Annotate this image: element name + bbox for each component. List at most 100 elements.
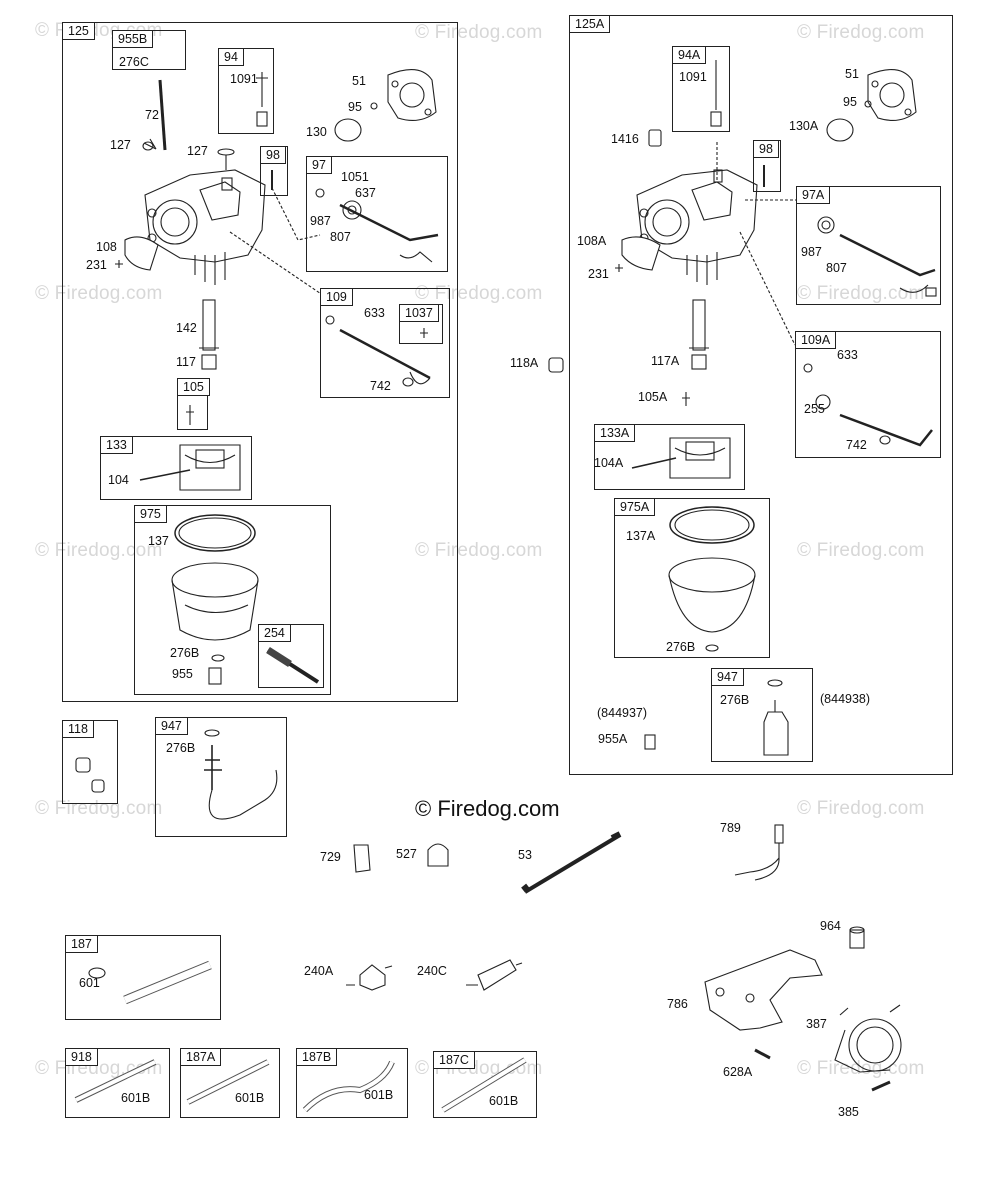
part-label: 72 bbox=[145, 108, 159, 122]
part-label: 108 bbox=[96, 240, 117, 254]
assembly-975a-panel: 975A bbox=[614, 498, 770, 658]
assembly-105-tag: 105 bbox=[177, 378, 210, 396]
assembly-187a-panel: 187A bbox=[180, 1048, 280, 1118]
assembly-187c-tag: 187C bbox=[433, 1051, 475, 1069]
part-label: 1416 bbox=[611, 132, 639, 146]
gasket-51-left bbox=[387, 69, 437, 121]
assembly-975a-tag: 975A bbox=[614, 498, 656, 516]
assembly-125-tag: 125 bbox=[62, 22, 95, 40]
watermark: © Firedog.com bbox=[797, 1058, 925, 1079]
part-label: 130A bbox=[789, 119, 819, 133]
assembly-975-panel: 975 bbox=[134, 505, 331, 695]
part-label: (844937) bbox=[597, 706, 648, 720]
assembly-133a-tag: 133A bbox=[594, 424, 636, 442]
label-276c: 276C bbox=[119, 55, 149, 69]
assembly-1037-tag: 1037 bbox=[399, 304, 439, 322]
assembly-133-tag: 133 bbox=[100, 436, 133, 454]
watermark: © Firedog.com bbox=[35, 540, 163, 561]
part-label: 601B bbox=[489, 1094, 519, 1108]
assembly-947-panel: 947 bbox=[155, 717, 287, 837]
part-label: 601B bbox=[364, 1088, 394, 1102]
assembly-187b-panel: 187B bbox=[296, 1048, 408, 1118]
assembly-109-tag: 109 bbox=[320, 288, 353, 306]
watermark: © Firedog.com bbox=[797, 22, 925, 43]
assembly-94-tag: 94 bbox=[218, 48, 244, 66]
gasket-51-right bbox=[867, 69, 917, 121]
part-label: 1091 bbox=[230, 72, 258, 86]
part-label: 633 bbox=[364, 306, 385, 320]
part-label: 387 bbox=[806, 1017, 827, 1031]
assembly-187b-tag: 187B bbox=[296, 1048, 338, 1066]
assembly-94-panel: 94 bbox=[218, 48, 274, 134]
part-label: 51 bbox=[352, 74, 366, 88]
part-label: 108A bbox=[577, 234, 607, 248]
assembly-254-tag: 254 bbox=[258, 624, 291, 642]
assembly-187a-tag: 187A bbox=[180, 1048, 222, 1066]
watermark: © Firedog.com bbox=[415, 22, 543, 43]
part-label: 104 bbox=[108, 473, 129, 487]
part-label: 1051 bbox=[341, 170, 369, 184]
carburetor-body-left bbox=[144, 169, 266, 285]
part-label: 789 bbox=[720, 821, 741, 835]
part-label: 276B bbox=[170, 646, 200, 660]
assembly-109-panel: 109 bbox=[320, 288, 450, 398]
part-label: 104A bbox=[594, 456, 624, 470]
assembly-97-tag: 97 bbox=[306, 156, 332, 174]
assembly-118-tag: 118 bbox=[62, 720, 94, 738]
watermark: © Firedog.com bbox=[797, 540, 925, 561]
part-label: 628A bbox=[723, 1065, 753, 1079]
assembly-118-panel: 118 bbox=[62, 720, 118, 804]
watermark: © Firedog.com bbox=[797, 283, 925, 304]
assembly-133a-panel: 133A bbox=[594, 424, 745, 490]
part-label: 807 bbox=[330, 230, 351, 244]
assembly-97a-panel: 97A bbox=[796, 186, 941, 305]
part-label: 786 bbox=[667, 997, 688, 1011]
part-label: 142 bbox=[176, 321, 197, 335]
part-label: 964 bbox=[820, 919, 841, 933]
part-label: 118A bbox=[510, 356, 539, 370]
assembly-955b-panel: 955B 276C bbox=[112, 30, 186, 70]
screw-72 bbox=[158, 79, 167, 151]
part-label: 95 bbox=[348, 100, 362, 114]
part-label: 742 bbox=[846, 438, 867, 452]
assembly-947-tag: 947 bbox=[155, 717, 188, 735]
part-label: 276B bbox=[666, 640, 696, 654]
part-label: 240A bbox=[304, 964, 334, 978]
throttle-plate-130 bbox=[334, 118, 362, 142]
part-label: 633 bbox=[837, 348, 858, 362]
part-label: 127 bbox=[110, 138, 131, 152]
assembly-125a-panel: 125A bbox=[569, 15, 953, 775]
part-label: 1091 bbox=[679, 70, 707, 84]
part-label: 601B bbox=[121, 1091, 151, 1105]
assembly-187c-panel: 187C bbox=[433, 1051, 537, 1118]
part-label: 601 bbox=[79, 976, 100, 990]
part-label: 729 bbox=[320, 850, 341, 864]
assembly-125-panel: 125 bbox=[62, 22, 458, 702]
assembly-187-panel: 187 bbox=[65, 935, 221, 1020]
assembly-254-panel: 254 bbox=[258, 624, 324, 688]
assembly-975-tag: 975 bbox=[134, 505, 167, 523]
assembly-109a-panel: 109A bbox=[795, 331, 941, 458]
assembly-947-right-panel: 947 bbox=[711, 668, 813, 762]
part-label: 955 bbox=[172, 667, 193, 681]
part-label: 276B bbox=[720, 693, 750, 707]
part-label: 137A bbox=[626, 529, 656, 543]
part-label: 527 bbox=[396, 847, 417, 861]
assembly-918-panel: 918 bbox=[65, 1048, 170, 1118]
watermark: © Firedog.com bbox=[797, 798, 925, 819]
part-label: 117A bbox=[651, 354, 680, 368]
part-label: 987 bbox=[310, 214, 331, 228]
part-label: 742 bbox=[370, 379, 391, 393]
part-label: 255 bbox=[804, 402, 825, 416]
watermark: © Firedog.com bbox=[35, 283, 163, 304]
part-label: (844938) bbox=[820, 692, 871, 706]
assembly-98-right-panel: 98 bbox=[753, 140, 781, 192]
part-label: 231 bbox=[86, 258, 107, 272]
part-label: 51 bbox=[845, 67, 859, 81]
assembly-187-tag: 187 bbox=[65, 935, 98, 953]
part-label: 53 bbox=[518, 848, 532, 862]
assembly-133-panel: 133 bbox=[100, 436, 252, 500]
part-label: 276B bbox=[166, 741, 196, 755]
assembly-125a-tag: 125A bbox=[569, 15, 611, 33]
assembly-94a-tag: 94A bbox=[672, 46, 707, 64]
